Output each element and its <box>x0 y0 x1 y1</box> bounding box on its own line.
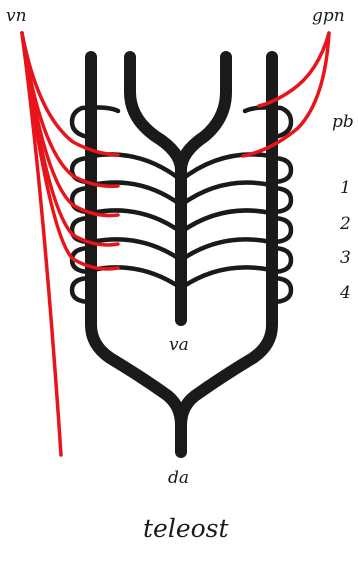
label-gpn: gpn <box>312 6 345 26</box>
vessels <box>72 57 291 452</box>
arch-right-1 <box>181 154 271 180</box>
arch-right-3 <box>181 210 271 232</box>
arch-left-1 <box>92 154 181 180</box>
ventral-aorta-right-branch <box>181 57 226 170</box>
arch-left-4 <box>92 239 181 260</box>
label-arch-2: 2 <box>340 214 351 234</box>
caption: teleost <box>143 514 229 543</box>
ventral-aorta-left-branch <box>130 57 181 170</box>
label-va: va <box>169 335 189 355</box>
arch-right-5 <box>181 267 271 288</box>
arch-left-3 <box>92 210 181 232</box>
label-arch-4: 4 <box>340 283 351 303</box>
label-da: da <box>168 468 189 488</box>
label-vn: vn <box>6 6 27 26</box>
label-arch-3: 3 <box>340 248 351 268</box>
label-pb: pb <box>332 112 354 132</box>
arch-right-2 <box>181 183 271 206</box>
arch-right-4 <box>181 239 271 260</box>
label-arch-1: 1 <box>340 178 351 198</box>
